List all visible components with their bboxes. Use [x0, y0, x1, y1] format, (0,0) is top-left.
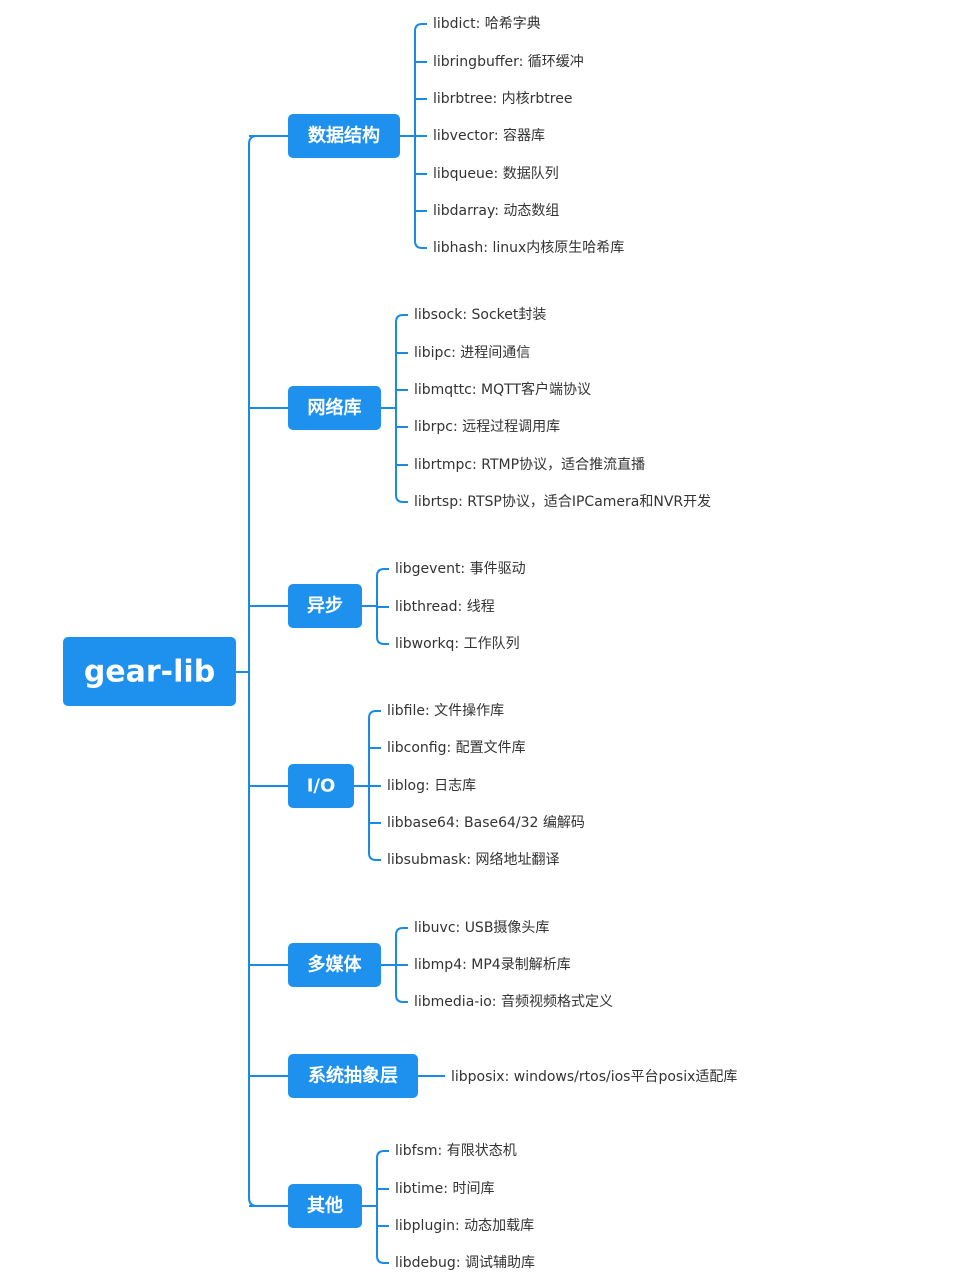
category-node-network: 网络库 [288, 386, 381, 430]
category-box-io [288, 764, 354, 808]
category-box-other [288, 1184, 362, 1228]
category-box-async [288, 584, 362, 628]
connector-lines [236, 23, 445, 1264]
category-box-system-abstraction [288, 1054, 418, 1098]
category-label-async: 异步 [307, 595, 343, 617]
leaf-libdict: libdict: 哈希字典 [433, 16, 541, 32]
category-box-data-structures [288, 114, 400, 158]
category-box-multimedia [288, 943, 381, 987]
category-node-data-structures: 数据结构 [288, 114, 400, 158]
category-label-network: 网络库 [308, 397, 362, 419]
category-node-other: 其他 [288, 1184, 362, 1228]
leaf-libtime: libtime: 时间库 [395, 1181, 494, 1197]
leaf-libmp4: libmp4: MP4录制解析库 [414, 957, 571, 973]
leaf-libmqttc: libmqttc: MQTT客户端协议 [414, 381, 591, 398]
root-node: gear-lib [63, 637, 236, 706]
leaf-libworkq: libworkq: 工作队列 [395, 636, 520, 652]
leaf-libthread: libthread: 线程 [395, 599, 495, 615]
leaf-librtsp: librtsp: RTSP协议，适合IPCamera和NVR开发 [414, 494, 711, 510]
category-label-other: 其他 [307, 1195, 343, 1217]
leaf-libuvc: libuvc: USB摄像头库 [414, 920, 549, 936]
category-node-async: 异步 [288, 584, 362, 628]
leaf-libmedia-io: libmedia-io: 音频视频格式定义 [414, 993, 613, 1010]
category-node-io: I/O [288, 764, 354, 808]
leaf-libdarray: libdarray: 动态数组 [433, 203, 559, 219]
leaf-libvector: libvector: 容器库 [433, 127, 545, 144]
leaf-libdebug: libdebug: 调试辅助库 [395, 1255, 535, 1271]
category-node-multimedia: 多媒体 [288, 943, 381, 987]
leaf-librpc: librpc: 远程过程调用库 [414, 419, 560, 435]
leaf-items: libdict: 哈希字典 libringbuffer: 循环缓冲 librbtre… [387, 16, 737, 1271]
leaf-bus-network [395, 314, 408, 503]
leaf-libconfig: libconfig: 配置文件库 [387, 740, 526, 756]
leaf-libipc: libipc: 进程间通信 [414, 345, 530, 361]
leaf-libsubmask: libsubmask: 网络地址翻译 [387, 852, 560, 868]
category-node-system-abstraction: 系统抽象层 [288, 1054, 418, 1098]
leaf-libhash: libhash: linux内核原生哈希库 [433, 240, 624, 256]
leaf-libfile: libfile: 文件操作库 [387, 703, 504, 719]
leaf-librbtree: librbtree: 内核rbtree [433, 91, 572, 107]
main-trunk [248, 135, 288, 1207]
leaf-libfsm: libfsm: 有限状态机 [395, 1143, 517, 1159]
category-label-io: I/O [307, 776, 336, 797]
leaf-libqueue: libqueue: 数据队列 [433, 166, 559, 182]
root-node-box [63, 637, 236, 706]
category-box-network [288, 386, 381, 430]
leaf-libgevent: libgevent: 事件驱动 [395, 561, 526, 577]
leaf-libsock: libsock: Socket封装 [414, 307, 546, 323]
leaf-librtmpc: librtmpc: RTMP协议，适合推流直播 [414, 456, 645, 473]
leaf-libposix: libposix: windows/rtos/ios平台posix适配库 [451, 1069, 737, 1085]
category-label-system-abstraction: 系统抽象层 [308, 1065, 398, 1087]
root-node-label: gear-lib [84, 655, 215, 690]
category-label-data-structures: 数据结构 [308, 125, 380, 147]
leaf-bus-other [376, 1150, 389, 1264]
leaf-libringbuffer: libringbuffer: 循环缓冲 [433, 54, 584, 70]
leaf-libbase64: libbase64: Base64/32 编解码 [387, 815, 585, 831]
leaf-libplugin: libplugin: 动态加载库 [395, 1218, 534, 1234]
leaf-liblog: liblog: 日志库 [387, 778, 476, 794]
category-label-multimedia: 多媒体 [308, 954, 363, 976]
